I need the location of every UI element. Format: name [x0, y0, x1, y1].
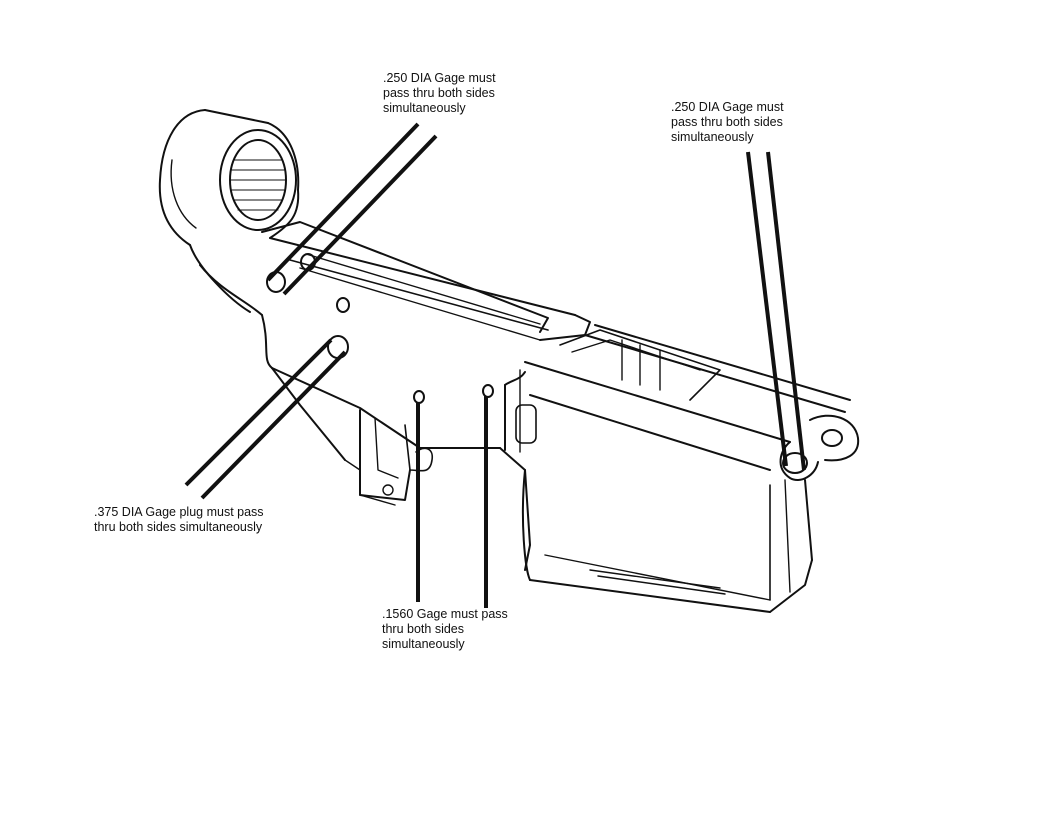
gage-rod-top-left-b [282, 134, 438, 296]
gage-rod-bottom-left-a [184, 338, 333, 487]
callout-line: .375 DIA Gage plug must pass [94, 505, 264, 519]
gage-rod-top-left-a [266, 122, 420, 282]
callout-line: simultaneously [382, 637, 465, 651]
callout-line: .250 DIA Gage must [671, 100, 784, 114]
receiver-body [189, 244, 791, 571]
callout-top-right-label: .250 DIA Gage must pass thru both sides … [671, 100, 784, 145]
callout-bottom-center-label: .1560 Gage must pass thru both sides sim… [382, 607, 508, 652]
callout-top-left-label: .250 DIA Gage must pass thru both sides … [383, 71, 496, 116]
callout-line: simultaneously [383, 101, 466, 115]
callout-line: thru both sides simultaneously [94, 520, 263, 534]
callout-line: pass thru both sides [383, 86, 495, 100]
callout-line: .250 DIA Gage must [383, 71, 496, 85]
callout-line: simultaneously [671, 130, 754, 144]
gage-rod-top-right-a [746, 151, 788, 467]
gage-rod-bottom-left-b [200, 350, 347, 500]
gage-rods [184, 122, 806, 608]
callout-line: thru both sides [382, 622, 464, 636]
callout-line: pass thru both sides [671, 115, 783, 129]
magazine-well [521, 469, 813, 613]
front-pivot-lug [779, 414, 860, 481]
trigger-guard [359, 409, 434, 506]
callout-line: .1560 Gage must pass [382, 607, 508, 621]
gage-rod-top-right-b [766, 151, 806, 471]
buffer-tube-ring [158, 109, 300, 246]
callout-bottom-left-label: .375 DIA Gage plug must pass thru both s… [94, 505, 264, 535]
